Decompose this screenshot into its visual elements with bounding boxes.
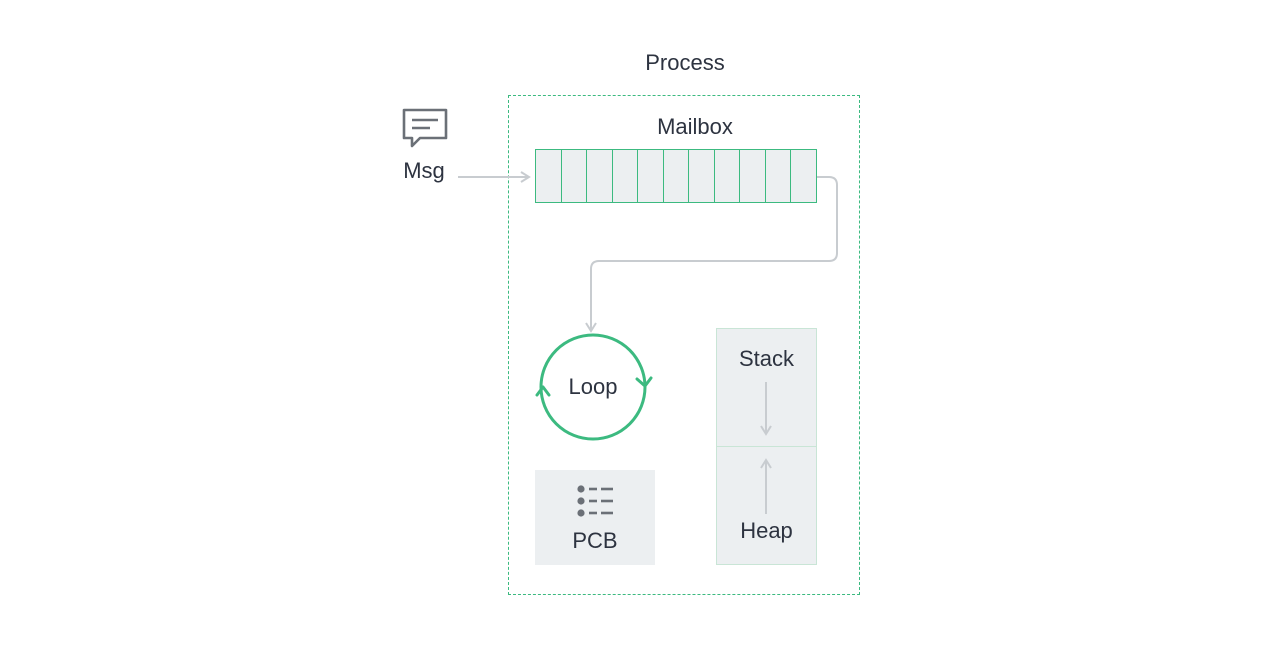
- pcb-block: [535, 470, 655, 565]
- list-icon: [575, 484, 615, 518]
- mailbox-slot: [766, 150, 792, 202]
- heap-growth-arrow: [760, 458, 772, 514]
- stack-heap-divider: [716, 446, 817, 447]
- pcb-label: PCB: [572, 528, 618, 553]
- process-title: Process: [645, 50, 725, 75]
- msg-to-mailbox-arrow: [458, 171, 531, 183]
- mailbox-slot: [664, 150, 690, 202]
- message-icon: [402, 108, 448, 150]
- mailbox-slot: [562, 150, 588, 202]
- mailbox-slot: [715, 150, 741, 202]
- mailbox-slot: [689, 150, 715, 202]
- msg-label: Msg: [403, 158, 445, 183]
- mailbox-slot: [587, 150, 613, 202]
- mailbox-slot: [536, 150, 562, 202]
- mailbox-to-loop-arrow: [585, 176, 838, 333]
- mailbox-label: Mailbox: [657, 114, 733, 139]
- loop-cycle-icon: [535, 333, 653, 441]
- mailbox-queue: [535, 149, 817, 203]
- mailbox-slot: [740, 150, 766, 202]
- process-boundary: [508, 95, 860, 595]
- stack-growth-arrow: [760, 382, 772, 436]
- heap-label: Heap: [740, 518, 793, 543]
- mailbox-slot: [613, 150, 639, 202]
- stack-label: Stack: [738, 346, 795, 371]
- loop-label: Loop: [568, 374, 618, 399]
- mailbox-slot: [638, 150, 664, 202]
